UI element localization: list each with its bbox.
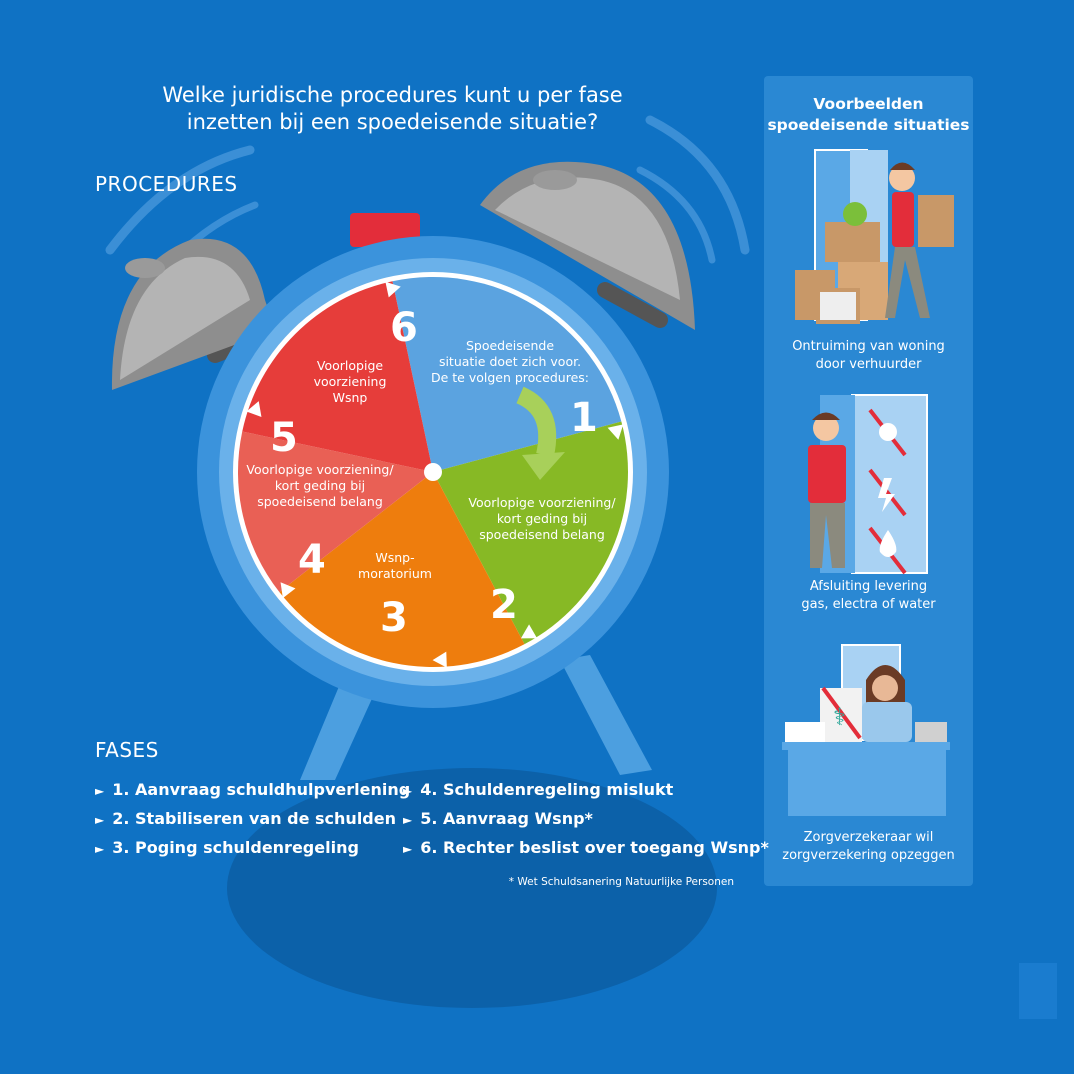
segment-label-line: spoedeisend belang bbox=[257, 494, 383, 509]
segment-label-line: Voorlopige voorziening/ bbox=[246, 462, 394, 477]
segment-2-3-slice bbox=[279, 472, 525, 668]
phase-item: ► 4. Schuldenregeling mislukt bbox=[403, 780, 673, 799]
segment-number-4: 4 bbox=[298, 537, 326, 583]
caption-line: door verhuurder bbox=[815, 357, 922, 372]
page-title: Welke juridische procedures kunt u per f… bbox=[110, 82, 675, 136]
rim-tick-icon bbox=[246, 401, 262, 418]
play-arrow-icon: ► bbox=[403, 813, 413, 827]
svg-text:⚕: ⚕ bbox=[833, 703, 846, 731]
example-caption: Zorgverzekeraar wil zorgverzekering opze… bbox=[764, 829, 973, 865]
segment-number-6: 6 bbox=[390, 305, 418, 351]
segment-label-line: Wsnp bbox=[332, 390, 368, 405]
play-arrow-icon: ► bbox=[95, 784, 105, 798]
example-caption: Ontruiming van woning door verhuurder bbox=[764, 338, 973, 374]
phase-item: ►1. Aanvraag schuldhulpverlening bbox=[95, 780, 410, 799]
segment-5-label: Voorlopige voorziening Wsnp bbox=[290, 358, 410, 406]
bell-right-icon bbox=[480, 161, 695, 330]
segment-1-slice bbox=[433, 421, 628, 645]
center-label: Spoedeisende situatie doet zich voor. De… bbox=[410, 338, 610, 386]
caption-line: Afsluiting levering bbox=[809, 579, 928, 594]
clock-leg-right bbox=[560, 655, 652, 775]
play-arrow-icon: ► bbox=[95, 842, 105, 856]
examples-panel bbox=[764, 76, 973, 886]
sound-arc-icon bbox=[645, 115, 750, 255]
center-label-line: De te volgen procedures: bbox=[430, 370, 590, 385]
play-arrow-icon: ► bbox=[403, 842, 413, 856]
sound-arc-icon bbox=[105, 145, 255, 255]
clock-shadow bbox=[227, 768, 717, 1008]
rim-tick-icon bbox=[432, 651, 447, 668]
curved-arrow-icon bbox=[515, 386, 557, 457]
rim-tick-icon bbox=[520, 624, 538, 639]
phase-label: 2. Stabiliseren van de schulden bbox=[112, 809, 396, 828]
panel-title-line: spoedeisende situaties bbox=[767, 116, 970, 134]
caption-line: Zorgverzekeraar wil bbox=[803, 830, 934, 845]
fases-heading: FASES bbox=[95, 738, 159, 762]
phase-item: ► 6. Rechter beslist over toegang Wsnp* bbox=[403, 838, 769, 857]
phase-item: ► 5. Aanvraag Wsnp* bbox=[403, 809, 593, 828]
segment-label-line: Wsnp- bbox=[375, 550, 415, 565]
segment-6-slice bbox=[392, 277, 622, 472]
eviction-illustration bbox=[795, 149, 954, 324]
utility-shutoff-illustration bbox=[808, 394, 928, 575]
segment-label-line: Voorlopige voorziening/ bbox=[468, 495, 616, 510]
center-label-line: Spoedeisende bbox=[465, 338, 555, 353]
title-line: Welke juridische procedures kunt u per f… bbox=[162, 83, 623, 107]
panel-title: Voorbeelden spoedeisende situaties bbox=[764, 94, 973, 136]
segment-2-label: Wsnp- moratorium bbox=[345, 550, 445, 582]
curved-arrow-head bbox=[522, 452, 565, 480]
segment-1-label: Voorlopige voorziening/ kort geding bij … bbox=[452, 495, 632, 543]
play-arrow-icon: ► bbox=[95, 813, 105, 827]
phase-label: 1. Aanvraag schuldhulpverlening bbox=[112, 780, 411, 799]
segment-number-3: 3 bbox=[380, 595, 408, 641]
rim-tick-icon bbox=[385, 281, 401, 298]
example-caption: Afsluiting levering gas, electra of wate… bbox=[764, 578, 973, 614]
segment-number-1: 1 bbox=[570, 395, 598, 441]
segment-label-line: kort geding bij bbox=[496, 511, 588, 526]
segment-label-line: moratorium bbox=[358, 566, 432, 581]
caption-line: Ontruiming van woning bbox=[792, 339, 945, 354]
clock-center-dot bbox=[424, 463, 442, 481]
segment-label-line: kort geding bij bbox=[274, 478, 366, 493]
title-line: inzetten bij een spoedeisende situatie? bbox=[186, 110, 599, 134]
procedures-heading: PROCEDURES bbox=[95, 172, 238, 196]
segment-label-line: voorziening bbox=[313, 374, 387, 389]
phase-label: 6. Rechter beslist over toegang Wsnp* bbox=[420, 838, 769, 857]
corner-box bbox=[1019, 963, 1057, 1019]
segment-label-line: spoedeisend belang bbox=[479, 527, 605, 542]
caption-line: zorgverzekering opzeggen bbox=[782, 848, 955, 863]
segment-number-5: 5 bbox=[270, 415, 298, 461]
insurance-cancel-illustration: ⚕ bbox=[782, 644, 950, 816]
caption-line: gas, electra of water bbox=[801, 597, 936, 612]
phase-item: ► 3. Poging schuldenregeling bbox=[95, 838, 359, 857]
segment-4-label: Voorlopige voorziening/ kort geding bij … bbox=[230, 462, 410, 510]
segment-label-line: Voorlopige bbox=[316, 358, 384, 373]
rim-tick-icon bbox=[607, 424, 624, 440]
sound-arc-icon bbox=[636, 166, 716, 264]
phase-label: 4. Schuldenregeling mislukt bbox=[420, 780, 674, 799]
segment-number-2: 2 bbox=[490, 582, 518, 628]
phase-label: 3. Poging schuldenregeling bbox=[112, 838, 359, 857]
play-arrow-icon: ► bbox=[403, 784, 413, 798]
center-label-line: situatie doet zich voor. bbox=[438, 354, 582, 369]
segment-4-slice bbox=[238, 431, 433, 593]
footnote: * Wet Schuldsanering Natuurlijke Persone… bbox=[508, 876, 734, 888]
rim-tick-icon bbox=[280, 582, 296, 599]
panel-title-line: Voorbeelden bbox=[813, 95, 924, 113]
phase-label: 5. Aanvraag Wsnp* bbox=[420, 809, 593, 828]
phase-item: ► 2. Stabiliseren van de schulden bbox=[95, 809, 396, 828]
segment-5-slice bbox=[242, 281, 433, 472]
